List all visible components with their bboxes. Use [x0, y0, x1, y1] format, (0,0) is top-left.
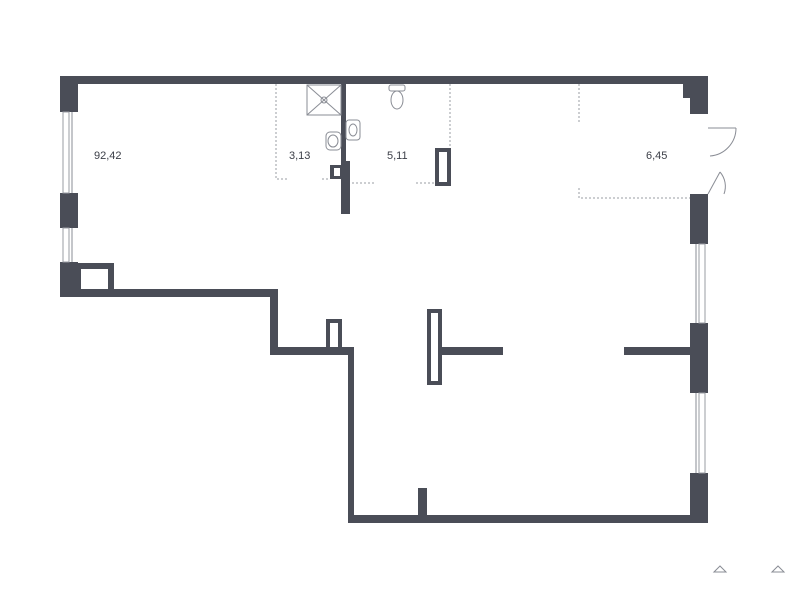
- corner-mark-shape-2: [770, 565, 786, 573]
- exterior-walls: [60, 76, 708, 523]
- column-tall-inner: [431, 313, 438, 381]
- bath2-shaft-inner: [439, 152, 447, 182]
- wall-bottom: [348, 515, 708, 523]
- duct-box-inner: [81, 269, 108, 289]
- room-area-storage: 6,45: [646, 150, 668, 162]
- sink-2-bowl: [348, 123, 358, 137]
- wall-left-lower: [60, 262, 78, 297]
- wall-stub-right: [624, 347, 690, 355]
- wall-left-middle: [60, 193, 78, 228]
- room-area-bathroom-1: 3,13: [289, 150, 311, 162]
- toilet-2-tank: [388, 84, 406, 92]
- room-area-bathroom-2: 5,11: [387, 150, 408, 162]
- wall-stub-bottom: [418, 488, 427, 518]
- entrance-door: [683, 84, 737, 195]
- wall-stub-center: [441, 347, 503, 355]
- wall-right-pier-2: [690, 323, 708, 393]
- partition-column: [341, 161, 350, 214]
- window-right-2: [698, 392, 706, 474]
- wall-right-pier-1: [690, 194, 708, 244]
- wall-left-upper: [60, 76, 78, 112]
- bath1-dashed-wall: [275, 84, 288, 180]
- storage-partitions: [578, 84, 690, 199]
- window-right-1: [698, 243, 706, 324]
- windows: [62, 111, 706, 474]
- toilet-2-bowl: [390, 90, 404, 110]
- bathroom-fixtures: [306, 84, 406, 151]
- wall-step-vertical: [270, 289, 278, 355]
- toilet-1-bowl: [327, 134, 339, 148]
- wall-bottom-left: [60, 289, 277, 297]
- interior-elements: [326, 309, 690, 518]
- door-swing-lower: [719, 171, 726, 195]
- bathroom-partitions: [275, 84, 451, 214]
- door-swing-upper: [709, 127, 737, 157]
- wall-right-pier-3: [690, 473, 708, 523]
- window-left-1: [62, 111, 70, 194]
- shower-drain: [320, 96, 328, 104]
- partition-wall-vertical: [341, 84, 346, 168]
- storage-dashed-bottom: [578, 188, 690, 199]
- partition-stub-inner: [334, 168, 340, 176]
- window-left-2: [62, 227, 70, 263]
- shower-diagonal-2: [306, 84, 342, 116]
- door-jamb: [683, 84, 691, 98]
- corner-mark-shape: [712, 565, 728, 573]
- toilet-1-tank: [325, 131, 342, 151]
- duct-box: [76, 263, 114, 293]
- wall-inner-vertical: [348, 347, 354, 522]
- door-leaf-lower: [707, 171, 721, 195]
- shower-tray: [306, 84, 342, 116]
- wall-top: [60, 76, 708, 84]
- room-area-main-hall: 92,42: [94, 150, 122, 162]
- corner-mark: [712, 565, 786, 573]
- wall-step-horizontal: [270, 347, 354, 355]
- column-small-inner: [330, 323, 338, 347]
- wall-right-top: [690, 76, 708, 114]
- sink-2: [345, 119, 361, 141]
